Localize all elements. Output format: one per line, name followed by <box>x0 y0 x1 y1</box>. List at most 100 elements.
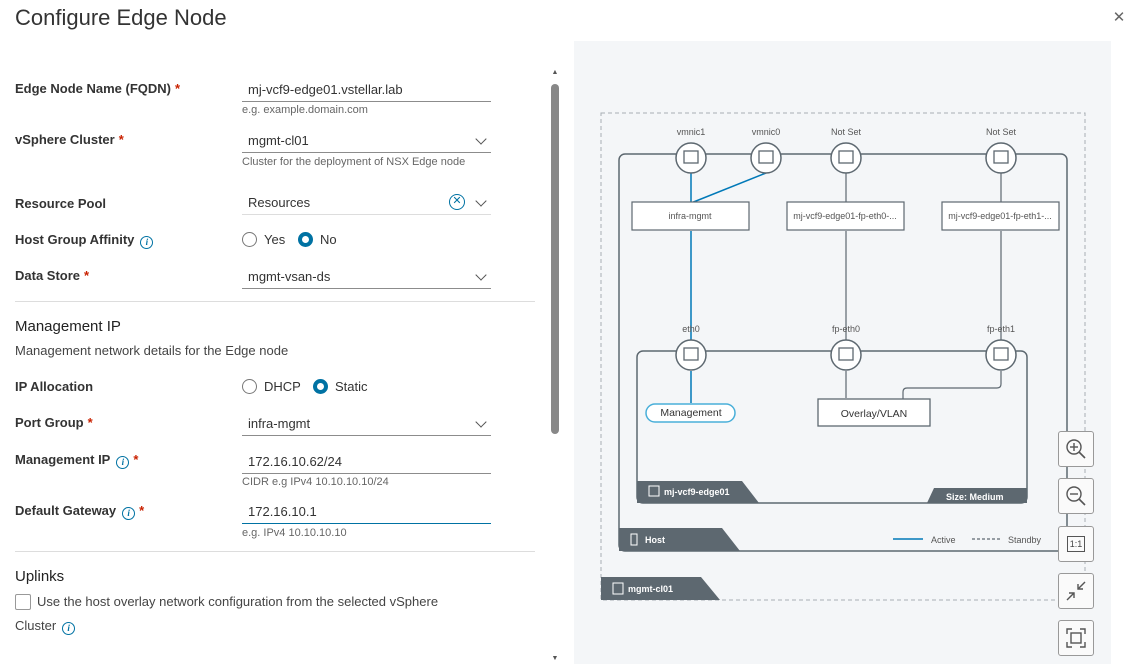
notset-port-icon[interactable] <box>830 142 862 174</box>
scroll-down-arrow[interactable]: ▼ <box>551 655 559 662</box>
ethernet-icon <box>993 150 1009 164</box>
ethernet-icon <box>838 347 854 361</box>
link-vmnic0 <box>690 172 767 204</box>
uplinks-section-title: Uplinks <box>15 568 65 585</box>
management-ip-label: Management IP i* <box>15 452 138 469</box>
fp-eth1-port-icon[interactable] <box>985 339 1017 371</box>
data-store-label: Data Store* <box>15 268 89 283</box>
vmnic-label: Not Set <box>986 127 1017 137</box>
ip-allocation-static-radio[interactable] <box>313 379 328 394</box>
management-ip-section-description: Management network details for the Edge … <box>15 343 289 358</box>
portgroup-box[interactable] <box>786 201 905 231</box>
edge-node-name-value: mj-vcf9-edge01.vstellar.lab <box>248 82 403 97</box>
use-host-overlay-label-cont: Cluster i <box>15 618 76 635</box>
vmnic1-port-icon[interactable] <box>675 142 707 174</box>
host-group-affinity-label-text: Host Group Affinity <box>15 232 135 247</box>
info-icon[interactable]: i <box>140 236 154 249</box>
vmnic-label: vmnic0 <box>752 127 781 137</box>
ip-allocation-label: IP Allocation <box>15 379 94 394</box>
notset-port-icon[interactable] <box>985 142 1017 174</box>
data-store-select[interactable]: mgmt-vsan-ds <box>242 265 491 289</box>
port-group-value: infra-mgmt <box>248 416 311 431</box>
portgroup-box[interactable] <box>941 201 1060 231</box>
close-icon[interactable]: ✕ <box>1112 9 1126 26</box>
ethernet-icon <box>838 150 854 164</box>
required-marker: * <box>118 132 124 147</box>
vmnic-label: vmnic1 <box>677 127 706 137</box>
data-store-label-text: Data Store <box>15 268 81 283</box>
vm-icon <box>648 485 660 497</box>
ip-allocation-dhcp-radio[interactable] <box>242 379 257 394</box>
resource-pool-label: Resource Pool <box>15 196 107 211</box>
management-ip-value: 172.16.10.62/24 <box>248 454 342 469</box>
chevron-down-icon[interactable] <box>475 133 487 145</box>
portgroup-label: mj-vcf9-edge01-fp-eth1-... <box>948 211 1052 221</box>
management-tag[interactable] <box>645 403 736 423</box>
default-gateway-input[interactable]: 172.16.10.1 <box>242 500 491 524</box>
zoom-out-button[interactable] <box>1058 478 1094 514</box>
size-tab <box>927 488 1027 503</box>
management-ip-helper: CIDR e.g IPv4 10.10.10.10/24 <box>242 476 389 488</box>
topology-svg: vmnic1 vmnic0 Not Set Not Set infra-mgmt… <box>600 112 1086 601</box>
default-gateway-label-text: Default Gateway <box>15 503 117 518</box>
edge-vm-boundary <box>636 350 1028 504</box>
edge-node-name-label-text: Edge Node Name (FQDN) <box>15 81 172 96</box>
zoom-reset-button[interactable]: 1:1 <box>1058 526 1094 562</box>
scroll-up-arrow[interactable]: ▲ <box>551 69 559 76</box>
default-gateway-helper: e.g. IPv4 10.10.10.10 <box>242 527 347 539</box>
required-marker: * <box>87 415 93 430</box>
chevron-down-icon[interactable] <box>475 416 487 428</box>
default-gateway-value: 172.16.10.1 <box>248 504 317 519</box>
ethernet-icon <box>758 150 774 164</box>
size-label: Size: Medium <box>946 492 1004 502</box>
management-ip-input[interactable]: 172.16.10.62/24 <box>242 450 491 474</box>
host-group-affinity-yes-radio[interactable] <box>242 232 257 247</box>
required-marker: * <box>139 503 145 518</box>
management-ip-section-title: Management IP <box>15 318 121 335</box>
host-label: Host <box>645 535 665 545</box>
resource-pool-value: Resources <box>248 195 311 210</box>
required-marker: * <box>175 81 181 96</box>
use-host-overlay-label-line2: Cluster <box>15 618 57 633</box>
fit-to-screen-button[interactable] <box>1058 620 1094 656</box>
section-divider <box>15 551 535 552</box>
chevron-down-icon[interactable] <box>475 195 487 207</box>
legend-active-label: Active <box>931 535 956 545</box>
eth0-port-icon[interactable] <box>675 339 707 371</box>
default-gateway-label: Default Gateway i* <box>15 503 144 520</box>
edge-node-name-helper: e.g. example.domain.com <box>242 104 368 116</box>
fp-eth0-port-icon[interactable] <box>830 339 862 371</box>
management-ip-label-text: Management IP <box>15 452 111 467</box>
edge-vm-tab <box>637 481 759 503</box>
fit-screen-icon <box>1066 628 1086 648</box>
portgroup-box[interactable] <box>631 201 750 231</box>
vmnic0-port-icon[interactable] <box>750 142 782 174</box>
cluster-label: mgmt-cl01 <box>628 584 673 594</box>
resource-pool-select[interactable]: Resources ✕ <box>242 191 491 215</box>
dialog-title: Configure Edge Node <box>15 5 227 30</box>
ip-allocation-static-label: Static <box>335 379 368 394</box>
info-icon[interactable]: i <box>122 507 136 520</box>
section-divider <box>15 301 535 302</box>
use-host-overlay-checkbox[interactable] <box>15 594 31 610</box>
legend-standby-label: Standby <box>1008 535 1042 545</box>
required-marker: * <box>133 452 139 467</box>
data-store-value: mgmt-vsan-ds <box>248 269 331 284</box>
overlay-vlan-tag[interactable] <box>817 398 931 427</box>
info-icon[interactable]: i <box>62 622 76 635</box>
info-icon[interactable]: i <box>116 456 130 469</box>
topology-diagram: vmnic1 vmnic0 Not Set Not Set infra-mgmt… <box>574 41 1111 664</box>
port-group-select[interactable]: infra-mgmt <box>242 412 491 436</box>
host-tab <box>619 528 740 551</box>
edge-node-name-input[interactable]: mj-vcf9-edge01.vstellar.lab <box>242 78 491 102</box>
port-group-label: Port Group* <box>15 415 93 430</box>
zoom-in-button[interactable] <box>1058 431 1094 467</box>
vsphere-cluster-select[interactable]: mgmt-cl01 <box>242 129 491 153</box>
vsphere-cluster-label: vSphere Cluster* <box>15 132 124 147</box>
host-group-affinity-no-radio[interactable] <box>298 232 313 247</box>
zoom-out-icon <box>1066 486 1086 506</box>
clear-icon[interactable]: ✕ <box>449 194 465 210</box>
chevron-down-icon[interactable] <box>475 269 487 281</box>
scrollbar-thumb[interactable] <box>551 84 559 434</box>
collapse-button[interactable] <box>1058 573 1094 609</box>
